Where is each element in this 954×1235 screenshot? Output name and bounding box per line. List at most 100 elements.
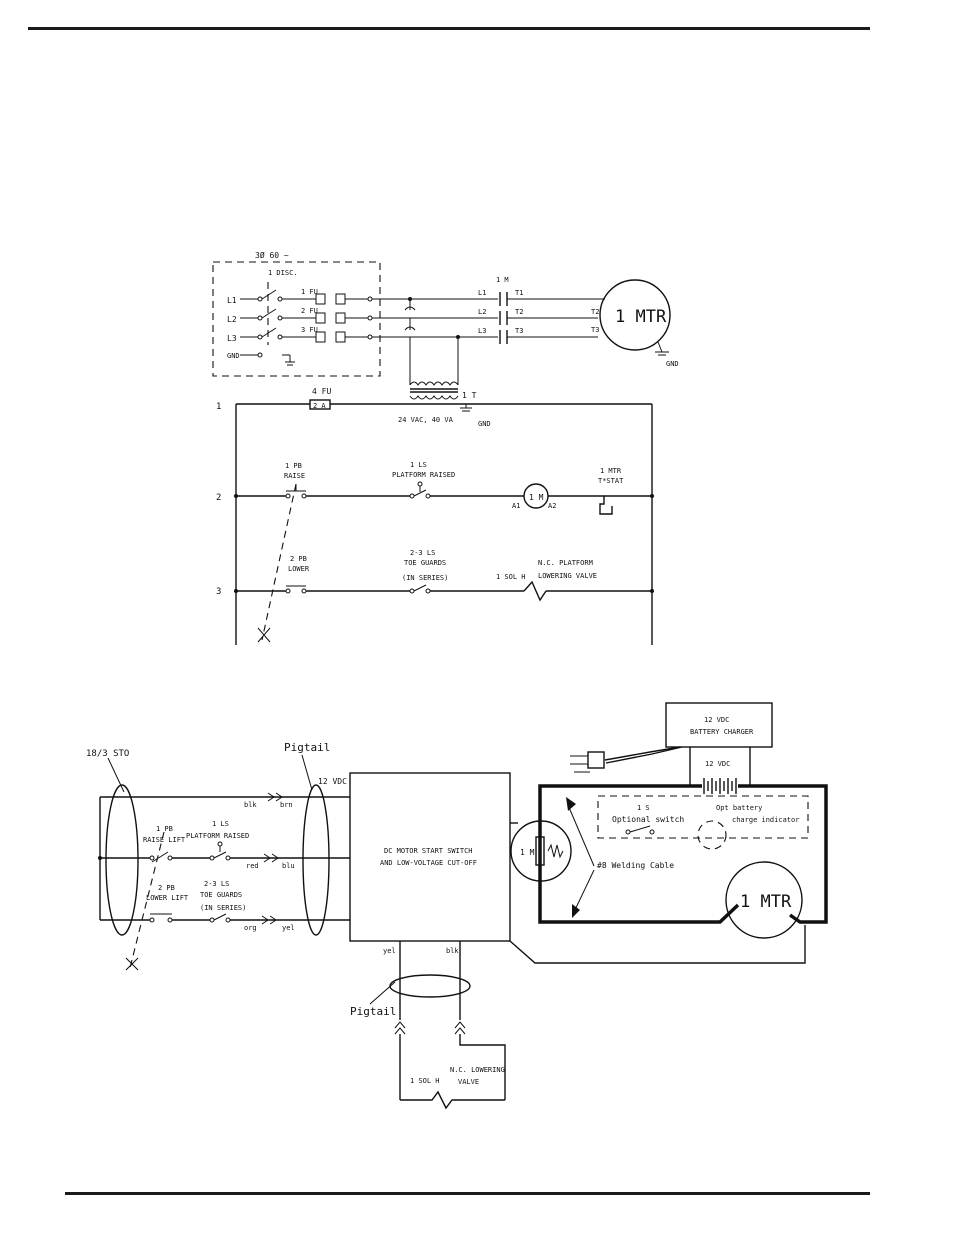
load-terminal-t1: T1 [515, 289, 523, 297]
overload-label: T*STAT [598, 477, 624, 485]
rung-number-3: 3 [216, 587, 221, 597]
overload-tag: 1 MTR [600, 467, 622, 475]
transformer-label: 1 T [462, 391, 477, 400]
fuse-label-2: 2 FU [301, 307, 318, 315]
cord-label: 18/3 STO [86, 749, 129, 759]
switch-label: Optional switch [612, 815, 684, 824]
rung-number-2: 2 [216, 493, 221, 503]
switch-tag: 1 S [637, 804, 650, 812]
top-rule [28, 27, 870, 30]
contactor-label: 1 M [496, 276, 509, 284]
bottom-rule [65, 1192, 870, 1195]
rung-3: 2 PB LOWER 2-3 LS TOE GUARDS (IN SERIES)… [234, 549, 654, 602]
optional-switch-box [597, 795, 809, 839]
transformer-rating: 24 VAC, 40 VA [398, 416, 454, 424]
motor-term-t3: T3 [591, 326, 599, 334]
box-label-1: DC MOTOR START SWITCH [384, 847, 473, 855]
box-label-2: AND LOW-VOLTAGE CUT-OFF [380, 859, 477, 867]
disconnect-switch [240, 282, 295, 366]
dc-wiring-diagram: 18/3 STO Pigtail 12 VDC blk brn 1 PB RAI… [86, 702, 828, 1110]
load-terminal-t3: T3 [515, 327, 523, 335]
wire-color-yel: yel [282, 924, 295, 932]
valve-label-1: N.C. PLATFORM [538, 559, 593, 567]
charger-label-2: BATTERY CHARGER [690, 728, 754, 736]
wire-color-blu: blu [282, 862, 295, 870]
supply-label: 12 VDC [318, 777, 347, 786]
lower-pb-tag: 2 PB [290, 555, 307, 563]
fuse-label-1: 1 FU [301, 288, 318, 296]
control-transformer: 1 T 24 VAC, 40 VA GND [398, 381, 491, 428]
fuse-block: 1 FU 2 FU 3 FU [282, 288, 373, 343]
battery-label: 12 VDC [705, 760, 730, 768]
contactor-1m: 1 M [496, 276, 509, 344]
toe-guards-tag: 2-3 LS [410, 549, 435, 557]
rung-number-1: 1 [216, 402, 221, 412]
solenoid-tag: 1 SOL H [496, 573, 526, 581]
raise-ls-bottom-tag: 1 LS [212, 820, 229, 828]
ac-wiring-diagram: 3Ø 60 ~ 1 DISC. L1 L2 L3 GND 1 FU 2 FU 3… [212, 250, 679, 645]
dc-motor-start-switch [349, 772, 511, 942]
battery-charger [665, 702, 773, 748]
raise-pb-label: RAISE [284, 472, 305, 480]
wire-color-red: red [246, 862, 259, 870]
lowering-solenoid [523, 580, 547, 602]
control-fuse-label: 4 FU [312, 387, 331, 396]
wire-color-blk: blk [244, 801, 257, 809]
motor-term-t2: T2 [591, 308, 599, 316]
thermostat-contact [596, 495, 613, 515]
toe-guards-bottom-tag: 2-3 LS [204, 880, 229, 888]
start-solenoid-label: 1 M [520, 848, 535, 857]
motor-ground-label: GND [666, 360, 679, 368]
dc-valve-label-1: N.C. LOWERING [450, 1066, 505, 1074]
coil-term-a1: A1 [512, 502, 520, 510]
dc-motor-label: 1 MTR [740, 892, 792, 912]
coil-label: 1 M [529, 493, 544, 502]
lower-pb-label: LOWER [288, 565, 310, 573]
raise-ls-label: PLATFORM RAISED [392, 471, 455, 479]
line-terminal-l2: L2 [478, 308, 486, 316]
dc-valve-label-2: VALVE [458, 1078, 479, 1086]
coil-term-a2: A2 [548, 502, 556, 510]
charger-label-1: 12 VDC [704, 716, 729, 724]
toe-guards-bottom-note: (IN SERIES) [200, 904, 246, 912]
phase-label-l1: L1 [227, 296, 237, 305]
raise-ls-bottom-label: PLATFORM RAISED [186, 832, 249, 840]
line-terminal-l3: L3 [478, 327, 486, 335]
cord-ellipse [105, 784, 139, 936]
battery [690, 778, 750, 794]
transformer-ground: GND [478, 420, 491, 428]
phase-label-gnd: GND [227, 352, 240, 360]
phase-label-l2: L2 [227, 315, 237, 324]
start-solenoid [510, 820, 572, 882]
mechanical-link [261, 483, 297, 641]
indicator-label-2: charge indicator [732, 816, 799, 824]
raise-lift-label: RAISE LIFT [143, 836, 186, 844]
ac-motor: 1 MTR T2 T3 GND [591, 279, 679, 368]
disconnect-label: 1 DISC. [268, 269, 298, 277]
indicator-label-1: Opt battery [716, 804, 762, 812]
control-fuse-value: 2 A [313, 402, 326, 410]
battery-indicator-icon [697, 820, 727, 850]
raise-lift-tag: 1 PB [156, 825, 173, 833]
valve-label-2: LOWERING VALVE [538, 572, 597, 580]
dc-lowering-solenoid [400, 1090, 505, 1110]
pigtail-ellipse-2 [389, 974, 471, 998]
raise-pb-tag: 1 PB [285, 462, 302, 470]
plug-icon [587, 751, 605, 769]
bottom-wire-blk: blk [446, 947, 459, 955]
rung-2: 1 PB RAISE 1 LS PLATFORM RAISED 1 M A1 A… [234, 461, 654, 515]
pigtail-label-2: Pigtail [350, 1005, 396, 1018]
pigtail-label: Pigtail [284, 741, 330, 754]
lower-lift-tag: 2 PB [158, 884, 175, 892]
motor-symbol [599, 279, 671, 351]
raise-ls-tag: 1 LS [410, 461, 427, 469]
power-label: 3Ø 60 ~ [255, 250, 289, 260]
fuse-label-3: 3 FU [301, 326, 318, 334]
dc-motor [725, 861, 803, 939]
wire-color-org: org [244, 924, 257, 932]
toe-guards-bottom-label: TOE GUARDS [200, 891, 242, 899]
cable-label: #8 Welding Cable [597, 861, 674, 870]
line-terminal-l1: L1 [478, 289, 486, 297]
dc-solenoid-tag: 1 SOL H [410, 1077, 440, 1085]
